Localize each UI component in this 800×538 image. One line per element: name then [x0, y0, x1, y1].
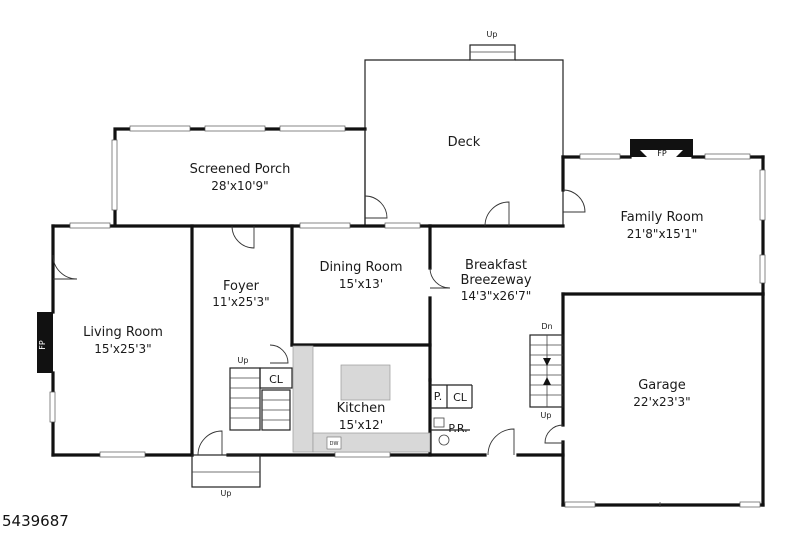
interior-walls — [190, 224, 473, 457]
living-room-name: Living Room — [83, 325, 163, 340]
family-fp-label: FP — [657, 149, 667, 158]
dining-room-dims: 15'x13' — [339, 277, 383, 291]
deck-up-label: Up — [487, 30, 498, 39]
stairs — [191, 334, 564, 488]
breakfast-dims: 14'3"x26'7" — [461, 289, 532, 303]
stair-closet-label: CL — [269, 373, 284, 386]
powder-room-label: P.R. — [448, 422, 467, 435]
garage-dims: 22'x23'3" — [633, 395, 690, 409]
living-room-dims: 15'x25'3" — [94, 342, 151, 356]
kitchen-counters — [292, 345, 431, 453]
kitchen-island — [340, 364, 391, 401]
breezeway-up-label: Up — [541, 411, 552, 420]
door-swings — [52, 189, 586, 456]
pantry-label: P. — [434, 390, 442, 403]
breakfast-name-line2: Breezeway — [460, 273, 531, 288]
deck-name: Deck — [448, 135, 481, 150]
screened-porch-name: Screened Porch — [190, 162, 291, 177]
foyer-dims: 11'x25'3" — [212, 295, 269, 309]
family-room-name: Family Room — [621, 210, 704, 225]
windows — [49, 153, 766, 508]
closet-label: CL — [453, 391, 468, 404]
listing-id: 5439687 — [2, 512, 69, 530]
toilet — [438, 434, 450, 446]
screened-porch-walls — [111, 125, 367, 227]
sink — [433, 417, 445, 428]
living-fp-label: FP — [38, 340, 47, 350]
breakfast-name-line1: Breakfast — [465, 258, 527, 273]
dining-room-name: Dining Room — [319, 260, 402, 275]
garage-name: Garage — [638, 378, 686, 393]
living-room-fireplace — [37, 312, 53, 373]
kitchen-name: Kitchen — [337, 401, 386, 416]
breezeway-dn-label: Dn — [541, 322, 552, 331]
deck-steps — [469, 44, 516, 61]
kitchen-dims: 15'x12' — [339, 418, 383, 432]
screened-porch-dims: 28'x10'9" — [211, 179, 268, 193]
family-room-dims: 21'8"x15'1" — [627, 227, 698, 241]
foyer-name: Foyer — [223, 279, 260, 294]
dishwasher-label: DW — [330, 441, 339, 447]
front-steps-up-label: Up — [221, 489, 232, 498]
stair-up-label: Up — [238, 356, 249, 365]
